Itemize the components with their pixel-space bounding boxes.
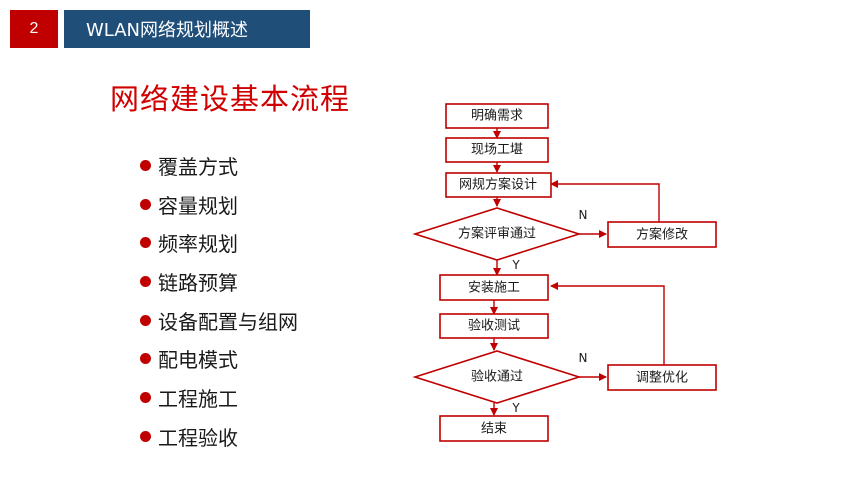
step-box-installation	[439, 274, 549, 301]
step-box-end	[439, 415, 549, 442]
page-number: 2	[29, 20, 39, 37]
decision-review	[412, 207, 582, 261]
list-item-label: 工程施工	[158, 386, 238, 411]
list-item: 频率规划	[140, 223, 298, 262]
step-label-requirements: 明确需求	[471, 109, 523, 124]
page-title: 网络建设基本流程	[110, 82, 351, 116]
flow-shapes	[412, 103, 717, 442]
arrow-revision-to-design	[550, 180, 660, 222]
step-label-site-survey: 现场工堪	[471, 143, 523, 158]
section-title: WLAN网络规划概述	[86, 20, 249, 41]
step-label-design: 网规方案设计	[459, 177, 537, 193]
step-label-tuning: 调整优化	[636, 371, 688, 386]
step-label-revision: 方案修改	[636, 227, 688, 243]
step-box-design	[445, 172, 552, 198]
step-label-end: 结束	[481, 422, 507, 437]
bullet-dot-icon	[140, 159, 151, 171]
list-item: 设备配置与组网	[140, 301, 298, 340]
list-item-label: 频率规划	[158, 232, 238, 257]
list-item-label: 配电模式	[158, 348, 238, 373]
bullet-dot-icon	[140, 391, 151, 403]
bullet-list: 覆盖方式 容量规划 频率规划 链路预算 设备配置与组网 配电模式 工程施工 工程…	[140, 146, 298, 456]
edge-label-no-acceptance: N	[579, 351, 588, 365]
list-item: 工程施工	[140, 378, 298, 417]
list-item-label: 覆盖方式	[158, 154, 238, 179]
edge-label-yes-review: Y	[511, 258, 520, 272]
list-item: 配电模式	[140, 339, 298, 378]
decision-acceptance	[412, 350, 582, 404]
page-number-badge: 2	[10, 10, 58, 48]
decision-label-acceptance: 验收通过	[471, 369, 523, 385]
section-title-bar: WLAN网络规划概述	[64, 10, 310, 48]
list-item: 工程验收	[140, 417, 298, 456]
bullet-dot-icon	[140, 314, 151, 326]
step-box-site-survey	[445, 137, 549, 163]
bullet-dot-icon	[140, 275, 151, 287]
list-item-label: 链路预算	[158, 270, 238, 295]
step-box-revision	[607, 221, 717, 248]
bullet-dot-icon	[140, 237, 151, 249]
edge-label-yes-acceptance: Y	[511, 401, 520, 415]
step-box-tuning	[607, 364, 717, 391]
bullet-dot-icon	[140, 430, 151, 442]
list-item: 覆盖方式	[140, 146, 298, 185]
list-item: 链路预算	[140, 262, 298, 301]
step-box-acceptance-test	[439, 313, 549, 339]
bullet-dot-icon	[140, 198, 151, 210]
bullet-dot-icon	[140, 353, 151, 365]
step-label-installation: 安装施工	[468, 281, 520, 296]
arrow-tuning-to-install	[550, 282, 665, 365]
list-item: 容量规划	[140, 185, 298, 224]
edge-label-no-review: N	[579, 208, 588, 222]
flow-connectors	[490, 128, 665, 416]
decision-label-review: 方案评审通过	[458, 226, 536, 242]
list-item-label: 设备配置与组网	[158, 309, 298, 334]
step-box-requirements	[445, 103, 549, 129]
step-label-acceptance-test: 验收测试	[468, 318, 520, 334]
list-item-label: 工程验收	[158, 425, 238, 450]
list-item-label: 容量规划	[158, 193, 238, 218]
